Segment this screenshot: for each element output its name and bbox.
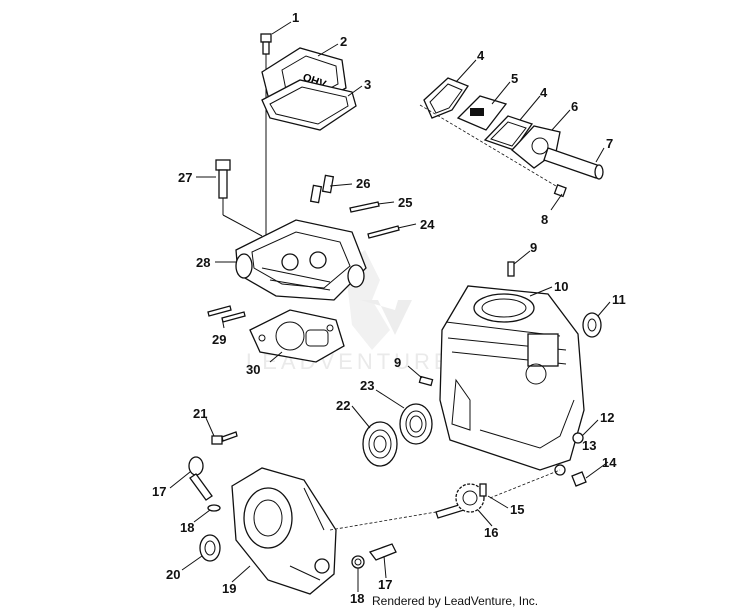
part-18-o-ring-upper <box>207 504 221 512</box>
part-19-crankcase-cover <box>231 467 337 595</box>
part-24-stud <box>367 225 400 239</box>
part-11-seal <box>582 312 602 338</box>
part-8-bolt <box>419 104 567 198</box>
part-22-bearing <box>362 421 398 467</box>
part-9-dowel-upper <box>507 261 515 277</box>
part-14-bolt <box>571 471 587 487</box>
part-3-gasket <box>261 79 357 131</box>
callout-13: 13 <box>582 438 596 453</box>
callout-22: 22 <box>336 398 350 413</box>
part-27-bolt <box>215 159 263 237</box>
callout-17-upper: 17 <box>152 484 166 499</box>
part-9-dowel-lower <box>418 375 434 387</box>
callout-14: 14 <box>602 455 617 470</box>
callout-21: 21 <box>193 406 207 421</box>
callout-12: 12 <box>600 410 614 425</box>
callout-9-lower: 9 <box>394 355 401 370</box>
part-23-bearing <box>399 403 433 445</box>
callout-6: 6 <box>571 99 578 114</box>
callout-4-a: 4 <box>477 48 485 63</box>
callout-27: 27 <box>178 170 192 185</box>
callout-30: 30 <box>246 362 260 377</box>
callout-20: 20 <box>166 567 180 582</box>
callout-24: 24 <box>420 217 435 232</box>
part-16-gear <box>455 483 487 513</box>
callout-16: 16 <box>484 525 498 540</box>
part-15-shaft <box>329 469 561 531</box>
callout-17-lower: 17 <box>378 577 392 592</box>
callout-23: 23 <box>360 378 374 393</box>
part-12-plug <box>572 432 584 444</box>
callout-18-upper: 18 <box>180 520 194 535</box>
part-20-oil-seal <box>199 534 221 562</box>
part-25-stud <box>349 201 380 213</box>
part-26-dowel-pins <box>309 174 335 204</box>
callout-10: 10 <box>554 279 568 294</box>
callout-11: 11 <box>612 292 626 307</box>
part-4-gasket-b <box>483 115 534 151</box>
part-10-crankcase <box>439 285 585 471</box>
callout-28: 28 <box>196 255 210 270</box>
leader-lines <box>169 21 611 592</box>
callout-3: 3 <box>364 77 371 92</box>
part-17-oil-gauge <box>188 456 213 501</box>
callout-7: 7 <box>606 136 613 151</box>
callout-1: 1 <box>292 10 299 25</box>
callout-9-upper: 9 <box>530 240 537 255</box>
callout-2: 2 <box>340 34 347 49</box>
callout-labels: 1 2 3 4 5 4 6 7 8 27 26 25 24 28 29 30 9… <box>152 10 626 606</box>
part-7-tube <box>543 147 604 180</box>
callout-4-b: 4 <box>540 85 548 100</box>
callout-29: 29 <box>212 332 226 347</box>
callout-26: 26 <box>356 176 370 191</box>
callout-19: 19 <box>222 581 236 596</box>
callout-25: 25 <box>398 195 412 210</box>
part-18-o-ring-lower <box>351 555 365 569</box>
part-5-breather-plate <box>456 95 508 131</box>
part-29-studs <box>207 305 246 323</box>
part-30-head-gasket <box>249 309 345 363</box>
callout-5: 5 <box>511 71 518 86</box>
part-21-bolt <box>211 431 238 445</box>
part-17-drain-plug <box>368 543 397 561</box>
callout-18-lower: 18 <box>350 591 364 606</box>
part-4-gasket-a <box>423 77 469 119</box>
callout-8: 8 <box>541 212 548 227</box>
callout-15: 15 <box>510 502 524 517</box>
part-28-cylinder-head <box>235 219 367 301</box>
rendered-by-credit: Rendered by LeadVenture, Inc. <box>372 594 539 608</box>
